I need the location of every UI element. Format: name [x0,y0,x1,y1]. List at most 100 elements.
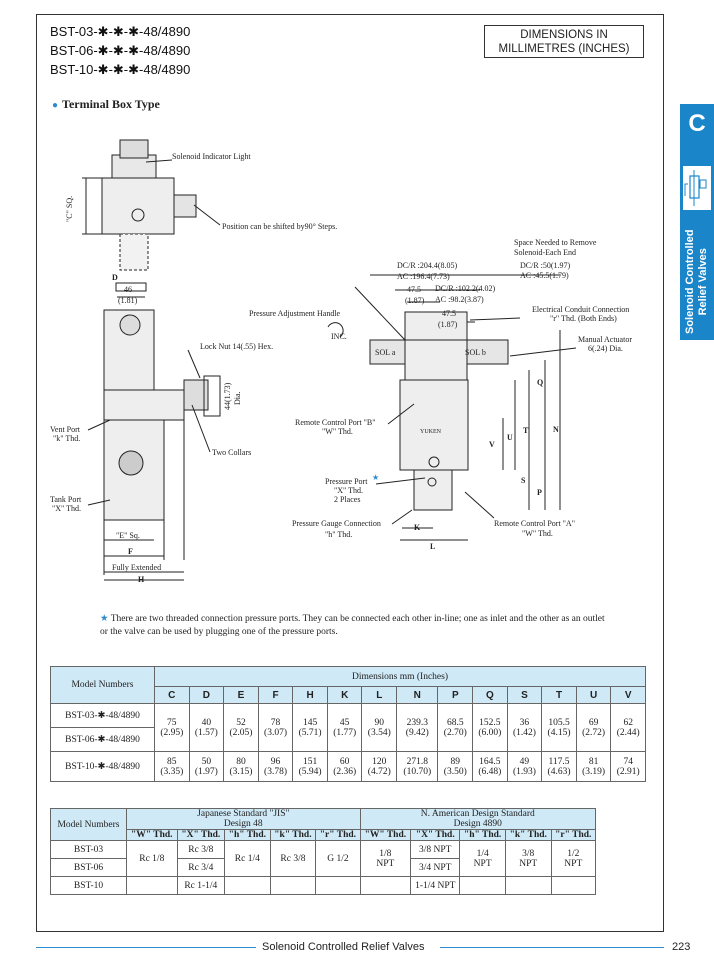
dim-value: (4.15) [547,727,571,738]
label-d475a-in: (1.87) [405,296,425,305]
label-u: U [507,433,513,442]
thread-col-header: "X" Thd. [176,829,226,841]
label-dcr2: DC/R :50(1.97) [520,261,571,270]
nam-h-cell [459,876,506,895]
model-header: Model Numbers [50,808,127,841]
dim-value-cell: 78(3.07) [257,703,294,752]
jis-x-cell: Rc 1-1/4 [176,876,226,895]
dim-value-cell: 75(2.95) [154,703,190,752]
nam-x-cell: 3/4 NPT [410,858,461,877]
label-remote-b-thd: "W" Thd. [322,427,353,436]
label-l: L [430,542,435,551]
label-d475a: 47.5 [407,285,421,294]
dim-value: (3.07) [264,727,287,738]
jis-k-cell: Rc 3/8 [269,840,317,877]
label-s: S [521,476,526,485]
nam-r-cell [550,876,597,895]
label-electrical-conduit: Electrical Conduit Connection [532,305,629,314]
dim-value-cell: 50(1.97) [188,751,225,782]
dim-letter-header: N [396,686,439,704]
dim-value: (2.44) [616,727,640,738]
cell-line: NPT [376,858,395,869]
dim-value: (3.19) [582,766,606,777]
dim-value-cell: 40(1.57) [188,703,225,752]
label-f: F [128,547,133,556]
dim-value-cell: 81(3.19) [575,751,612,782]
dim-value-cell: 85(3.35) [154,751,190,782]
dim-value: (3.15) [229,766,253,777]
footnote: ★ There are two threaded connection pres… [100,613,610,639]
label-gauge: Pressure Gauge Connection [292,519,381,528]
dim-value-cell: 80(3.15) [223,751,259,782]
dim-value: (6.00) [478,727,502,738]
dim-value-cell: 239.3(9.42) [396,703,439,752]
label-tank-thd: "X" Thd. [52,504,81,513]
cell-line: 1/8 [379,848,392,859]
dim-value-cell: 62(2.44) [610,703,646,752]
dim-value: 78 [270,717,281,728]
nam-line: N. American Design Standard [420,809,535,819]
label-d475b: 47.5 [442,309,456,318]
dim-value-cell: 90(3.54) [361,703,398,752]
side-view [87,282,221,581]
dim-letter-header: D [188,686,225,704]
dim-letter-header: L [361,686,398,704]
dim-value: (5.94) [298,766,322,777]
jis-h-cell [224,876,271,895]
dim-value: (2.95) [160,727,184,738]
label-fully-extended: Fully Extended [112,563,161,572]
footnote-text: There are two threaded connection pressu… [100,614,605,637]
dim-value-cell: 49(1.93) [506,751,543,782]
model-cell: BST-06-✱-48/4890 [50,727,155,752]
jis-x-cell: Rc 3/4 [176,858,226,877]
thread-col-header: "r" Thd. [550,829,597,841]
thread-col-header: "h" Thd. [459,829,506,841]
label-p: P [537,488,542,497]
dim-value: (10.70) [403,766,432,777]
dim-value-cell: 151(5.94) [292,751,328,782]
thread-col-header: "r" Thd. [315,829,361,841]
footer-rule [36,947,256,948]
dim-value-cell: 271.8(10.70) [396,751,439,782]
dim-value: (3.54) [367,727,391,738]
dim-letter-header: S [506,686,543,704]
dim-value: (1.93) [512,766,536,777]
dim-value: 69 [588,717,599,728]
dim-letter-header: U [575,686,612,704]
thread-col-header: "k" Thd. [504,829,552,841]
dim-value: 75 [167,717,177,728]
label-dcr3: DC/R :102.2(4.02) [435,284,496,293]
dim-value: 120 [372,756,387,767]
label-two-places: 2 Places [334,495,360,504]
dim-value: 151 [302,756,318,767]
label-t: T [523,426,529,435]
cell-line: NPT [473,858,492,869]
dim-value: 36 [519,717,530,728]
top-view [82,139,221,271]
dim-value: 60 [339,756,350,767]
label-h: H [138,575,145,584]
thread-col-header: "W" Thd. [126,829,178,841]
label-ac3: AC :98.2(3.87) [435,295,484,304]
model-line: BST-06-✱-✱-✱-48/4890 [50,43,191,58]
cell-line: 1/2 [567,848,580,859]
dim-letter-header: C [154,686,190,704]
star-icon: ★ [100,614,109,624]
dim-letter-header: K [326,686,363,704]
label-lock-nut: Lock Nut 14(.55) Hex. [200,342,273,351]
dim-value: (2.91) [616,766,640,777]
dim-letter-header: P [437,686,474,704]
jis-h-cell: Rc 1/4 [224,840,271,877]
dim-value: 80 [236,756,246,767]
dim-value: (3.78) [264,766,287,777]
model-cell: BST-10-✱-48/4890 [50,751,155,782]
dim-value: (9.42) [405,727,429,738]
dim-value: (1.77) [333,727,357,738]
label-pressure-adjustment: Pressure Adjustment Handle [249,309,341,318]
dim-value-cell: 60(2.36) [326,751,363,782]
footer-rule [440,947,664,948]
